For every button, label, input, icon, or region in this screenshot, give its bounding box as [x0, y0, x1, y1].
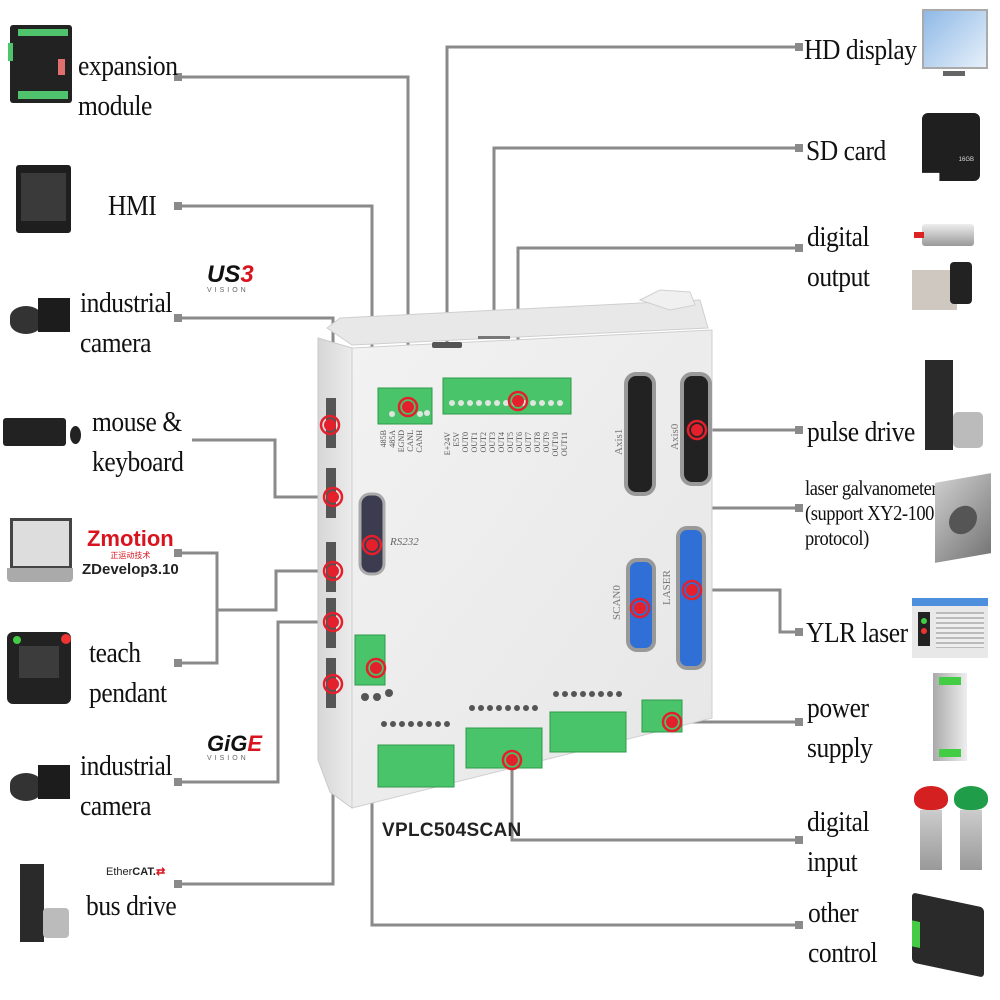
wire-camera-usb — [178, 316, 335, 425]
zmotion-logo: Zmotion 正运动技术 ZDevelop3.10 — [82, 526, 179, 579]
wire-camera-gige — [178, 620, 333, 784]
wire-mouse-keyboard — [192, 438, 333, 499]
sd-card-image: 16GB — [922, 113, 980, 181]
teach-pendant-image — [7, 632, 71, 704]
usb3-vision-logo: US3 VISION — [207, 261, 254, 295]
label-mouse-keyboard: mouse &keyboard — [92, 406, 184, 478]
power-supply-image — [933, 673, 967, 761]
label-sd-card: SD card — [806, 135, 886, 167]
label-hd-display: HD display — [804, 34, 917, 66]
gige-vision-logo: GiGE VISION — [207, 731, 263, 763]
label-hmi: HMI — [108, 190, 157, 222]
wire-hd-display — [445, 45, 798, 342]
wire-zdevelop — [178, 551, 219, 665]
wire-digital-output — [516, 246, 798, 400]
hmi-image — [16, 165, 71, 233]
label-ylr-laser: YLR laser — [806, 617, 908, 649]
product-model-label: VPLC504SCAN — [382, 820, 522, 841]
galvanometer-image — [935, 473, 991, 563]
wire-galvanometer — [638, 506, 798, 545]
monitor-image — [922, 9, 988, 79]
wire-other-control — [370, 545, 798, 927]
ylr-laser-image — [912, 598, 988, 658]
ethercat-logo: EtherCAT.⇄ — [106, 866, 166, 878]
expansion-module-image — [8, 25, 72, 103]
wire-ylr-laser — [692, 588, 798, 634]
wire-expansion-module — [178, 75, 410, 405]
label-pulse-drive: pulse drive — [807, 416, 915, 448]
plc-image — [912, 892, 984, 978]
wire-sd-card — [492, 146, 798, 336]
push-buttons-image — [912, 786, 992, 876]
pulse-servo-image — [925, 360, 985, 452]
industrial-camera-image — [10, 763, 70, 803]
wire-digital-input — [510, 760, 798, 842]
servo-drive-image — [15, 864, 70, 944]
laptop-image — [7, 518, 73, 588]
wire-pc-pendant-join — [217, 569, 333, 612]
pneumatic-valve-image — [912, 220, 977, 315]
industrial-camera-image — [10, 296, 70, 336]
label-bus-drive: bus drive — [86, 890, 177, 922]
mouse-keyboard-image — [3, 410, 81, 450]
